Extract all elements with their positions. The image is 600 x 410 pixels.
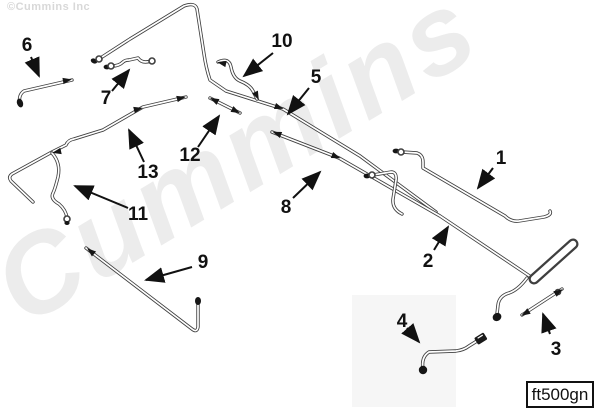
callout-label-12: 12 [179, 145, 200, 166]
tube-1 [392, 148, 553, 223]
tube-3 [520, 287, 564, 317]
callout-arrow-8 [292, 170, 322, 199]
callout-label-7: 7 [101, 88, 112, 109]
fitting-cone [176, 95, 186, 103]
tube-6 [16, 77, 74, 108]
callout-arrow-3 [541, 312, 557, 335]
fitting-cone [553, 289, 563, 297]
tube-2-elbow [363, 170, 404, 216]
tube-5 [90, 2, 438, 214]
callout-label-10: 10 [271, 31, 292, 52]
callout-label-4: 4 [397, 311, 408, 332]
fitting-cone [52, 147, 62, 155]
callout-arrow-13 [128, 128, 145, 163]
figure-code-box: ft500gn [526, 381, 594, 408]
figure-code-text: ft500gn [532, 385, 589, 404]
callout-label-8: 8 [281, 197, 292, 218]
fitting-nub [195, 297, 201, 305]
tube-2-loop [492, 238, 579, 322]
callout-label-2: 2 [423, 251, 434, 272]
fitting-nub [16, 98, 24, 108]
callout-label-3: 3 [551, 339, 562, 360]
tube-13 [8, 95, 188, 204]
fitting-eyelet [368, 171, 376, 179]
fitting-cone [273, 102, 284, 110]
fitting-cone [62, 77, 72, 85]
fitting-nub [492, 312, 502, 322]
tube-11 [50, 147, 71, 225]
fitting-eyelet [148, 57, 156, 65]
tube-4 [418, 332, 488, 375]
fitting-cone [521, 308, 531, 316]
callout-arrow-5 [286, 87, 310, 116]
callout-arrow-4 [401, 323, 421, 344]
callout-arrow-6 [24, 56, 40, 78]
tube-12 [208, 96, 242, 115]
callout-label-11: 11 [128, 204, 149, 225]
fitting-cone [217, 60, 227, 68]
fitting-cone [209, 97, 220, 105]
tube-9 [84, 246, 201, 333]
callout-label-6: 6 [22, 35, 33, 56]
callout-arrow-11 [73, 185, 129, 209]
tube-10 [216, 58, 259, 101]
callout-arrows [24, 52, 557, 344]
fitting-cone [252, 90, 259, 101]
fitting-eyelet [397, 148, 405, 156]
callout-label-13: 13 [137, 162, 158, 183]
tube-7 [103, 56, 156, 70]
watermark-copyright: ©Cummins Inc [7, 1, 91, 13]
fitting-eyelet [95, 55, 103, 63]
fitting-eyelet [107, 62, 115, 70]
callout-label-5: 5 [311, 67, 322, 88]
fitting-cone [230, 106, 241, 114]
fitting-cone [272, 131, 283, 138]
tube-8-2-main-run [270, 130, 536, 281]
callout-arrow-7 [111, 68, 131, 92]
callout-label-1: 1 [496, 148, 507, 169]
callout-arrow-1 [476, 167, 496, 190]
callout-arrow-12 [197, 114, 221, 148]
callout-arrow-10 [242, 52, 274, 78]
callout-arrow-2 [431, 225, 450, 251]
fitting-cylinder [474, 332, 488, 345]
fitting-cone [133, 106, 143, 114]
callout-arrow-9 [144, 266, 193, 283]
fitting-nub [418, 365, 428, 375]
fitting-nub [64, 221, 70, 225]
callout-labels: 1 2 3 4 5 6 7 8 9 10 11 12 13 [22, 31, 562, 360]
fitting-cone [87, 248, 97, 257]
fitting-cone [330, 152, 341, 159]
callout-label-9: 9 [198, 252, 209, 273]
